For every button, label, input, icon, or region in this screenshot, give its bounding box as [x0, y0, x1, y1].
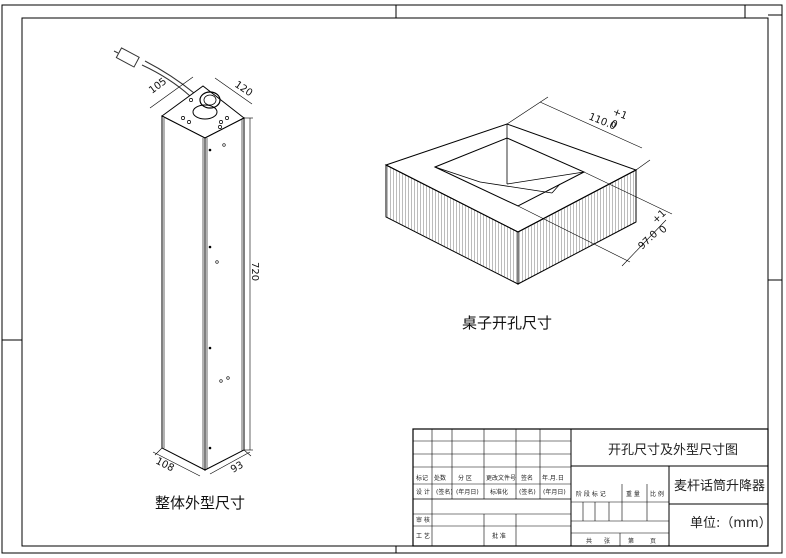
tb-signature: 签名 [521, 474, 533, 482]
drawing-title: 开孔尺寸及外型尺寸图 [608, 443, 738, 458]
dim-column-depth-top: 120 [232, 79, 254, 99]
unit-label: 单位:（mm） [690, 516, 772, 531]
dim-column-width-top: 105 [147, 76, 169, 96]
tb-change-doc: 更改文件号 [486, 474, 516, 482]
tb-scale: 比 例 [650, 490, 664, 498]
tb-pages: 页 [650, 538, 656, 545]
hole-block-drawing [384, 96, 673, 285]
dim-hole-width-tol2: 0 [657, 224, 669, 236]
tb-stage-mark: 阶 段 标 记 [576, 490, 606, 498]
tb-design-sign: (签名) [436, 488, 453, 496]
title-block [412, 428, 769, 547]
tb-total: 共 [586, 537, 592, 545]
tb-approve: 批 准 [492, 532, 506, 540]
tb-zone: 分 区 [458, 474, 472, 482]
tb-design-date: (年月日) [456, 488, 479, 496]
dim-column-height: 720 [249, 262, 260, 281]
tb-review: 审 核 [416, 516, 430, 524]
tb-std-sign: (签名) [519, 488, 536, 496]
overall-caption: 整体外型尺寸 [155, 494, 245, 512]
dim-hole-width: 97.0 [636, 229, 660, 252]
tb-count: 处数 [434, 474, 446, 482]
tb-design: 设 计 [416, 488, 430, 496]
tb-std-date: (年月日) [543, 488, 566, 496]
dim-hole-length-tol: +1 [611, 107, 629, 123]
tb-weight: 重 量 [626, 490, 640, 498]
column-drawing [113, 47, 253, 477]
tb-page: 第 [628, 537, 634, 545]
hole-caption: 桌子开孔尺寸 [462, 314, 552, 332]
tb-sheets: 张 [604, 537, 610, 545]
dim-hole-width-tol: +1 [650, 208, 668, 226]
tb-mark: 标记 [416, 474, 428, 482]
tb-standardize: 标准化 [490, 488, 508, 496]
dim-column-base-width: 108 [154, 456, 176, 474]
tb-process: 工 艺 [416, 532, 430, 540]
tb-date: 年.月.日 [542, 474, 564, 482]
sheet-frame [1, 4, 783, 554]
product-name: 麦杆话筒升降器 [674, 478, 765, 494]
dim-hole-length-tol2: 0 [609, 119, 619, 132]
